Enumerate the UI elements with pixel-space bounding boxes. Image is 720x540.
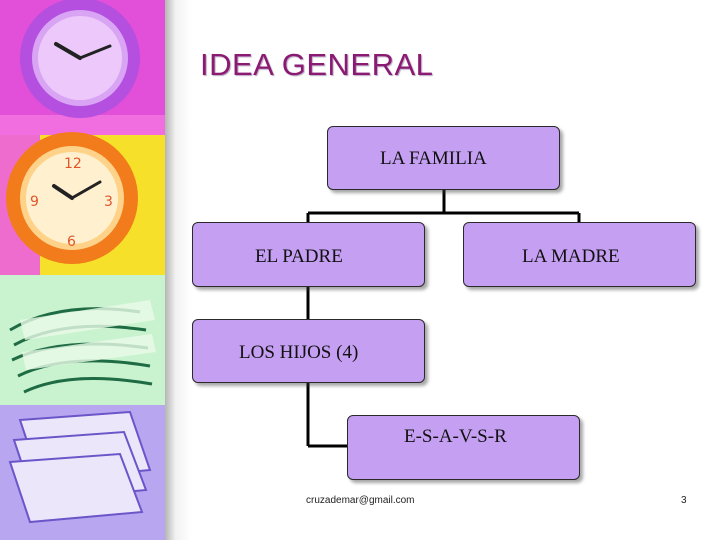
footer-email: cruzademar@gmail.com <box>306 495 415 506</box>
node-names: E-S-A-V-S-R <box>347 415 580 480</box>
node-el-padre: EL PADRE <box>192 222 425 287</box>
node-la-familia: LA FAMILIA <box>327 126 560 190</box>
node-label: E-S-A-V-S-R <box>404 426 507 448</box>
node-label: LA MADRE <box>522 246 620 268</box>
node-la-madre: LA MADRE <box>463 222 696 287</box>
node-los-hijos: LOS HIJOS (4) <box>192 319 425 383</box>
node-label: LA FAMILIA <box>380 148 487 170</box>
node-label: LOS HIJOS (4) <box>239 342 358 364</box>
page-number: 3 <box>681 495 687 506</box>
node-label: EL PADRE <box>255 246 343 268</box>
